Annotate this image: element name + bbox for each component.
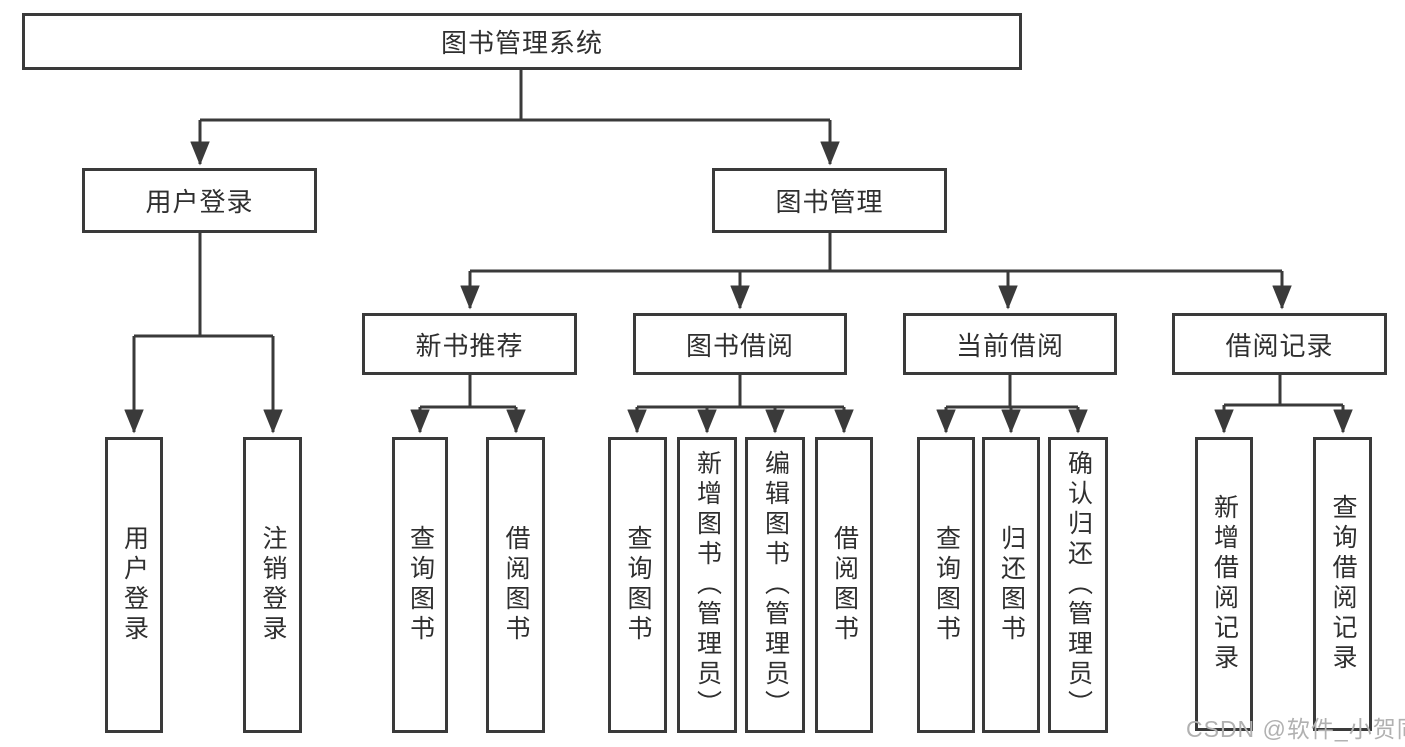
node-system-root: 图书管理系统 (22, 13, 1022, 70)
leaf-query-books-3-label: 查询图书 (932, 525, 961, 645)
leaf-borrow-books-1-label: 借阅图书 (502, 525, 530, 645)
leaf-query-books-3: 查询图书 (917, 437, 975, 733)
leaf-return-book: 归还图书 (982, 437, 1040, 733)
leaf-confirm-return-admin-label: 确认归还（管理员） (1064, 450, 1093, 720)
leaf-borrow-books-2: 借阅图书 (815, 437, 873, 733)
node-new-book-rec: 新书推荐 (362, 313, 577, 375)
connector-records-children (1214, 375, 1353, 434)
leaf-confirm-return-admin: 确认归还（管理员） (1048, 437, 1108, 733)
leaf-edit-book-admin-label: 编辑图书（管理员） (761, 450, 790, 720)
node-book-borrow-label: 图书借阅 (685, 330, 794, 361)
node-user-login-label: 用户登录 (145, 187, 254, 217)
leaf-borrow-books-2-label: 借阅图书 (830, 525, 859, 645)
node-book-mgmt: 图书管理 (712, 168, 947, 233)
csdn-watermark: CSDN @软件_小贺同学 (1186, 716, 1405, 742)
leaf-query-books-1: 查询图书 (392, 437, 448, 733)
node-current-borrow-label: 当前借阅 (955, 330, 1064, 361)
leaf-add-borrow-record-label: 新增借阅记录 (1210, 494, 1239, 674)
leaf-logout: 注销登录 (243, 437, 302, 733)
leaf-query-borrow-record-label: 查询借阅记录 (1329, 494, 1357, 674)
leaf-logout-label: 注销登录 (259, 525, 287, 645)
connector-borrow-children (627, 375, 854, 434)
leaf-user-login-label: 用户登录 (120, 525, 149, 645)
node-system-root-label: 图书管理系统 (440, 28, 603, 58)
node-borrow-records-label: 借阅记录 (1225, 330, 1334, 361)
connector-user-login-children (124, 233, 283, 434)
node-user-login: 用户登录 (82, 168, 317, 233)
connector-current-children (936, 375, 1088, 434)
leaf-add-borrow-record: 新增借阅记录 (1195, 437, 1253, 731)
connector-new-rec-children (410, 375, 526, 434)
leaf-return-book-label: 归还图书 (997, 525, 1026, 645)
node-book-mgmt-label: 图书管理 (775, 187, 884, 217)
leaf-borrow-books-1: 借阅图书 (486, 437, 545, 733)
connector-book-mgmt-children (460, 233, 1292, 310)
leaf-query-books-1-label: 查询图书 (406, 525, 435, 645)
node-borrow-records: 借阅记录 (1172, 313, 1387, 375)
node-book-borrow: 图书借阅 (633, 313, 847, 375)
leaf-user-login: 用户登录 (105, 437, 163, 733)
leaf-query-books-2: 查询图书 (608, 437, 667, 733)
node-new-book-rec-label: 新书推荐 (415, 330, 524, 361)
leaf-add-book-admin-label: 新增图书（管理员） (693, 450, 722, 720)
leaf-query-borrow-record: 查询借阅记录 (1313, 437, 1372, 731)
node-current-borrow: 当前借阅 (903, 313, 1117, 375)
leaf-add-book-admin: 新增图书（管理员） (677, 437, 737, 733)
leaf-edit-book-admin: 编辑图书（管理员） (745, 437, 805, 733)
leaf-query-books-2-label: 查询图书 (624, 525, 652, 645)
connector-root-to-level2 (190, 70, 840, 166)
